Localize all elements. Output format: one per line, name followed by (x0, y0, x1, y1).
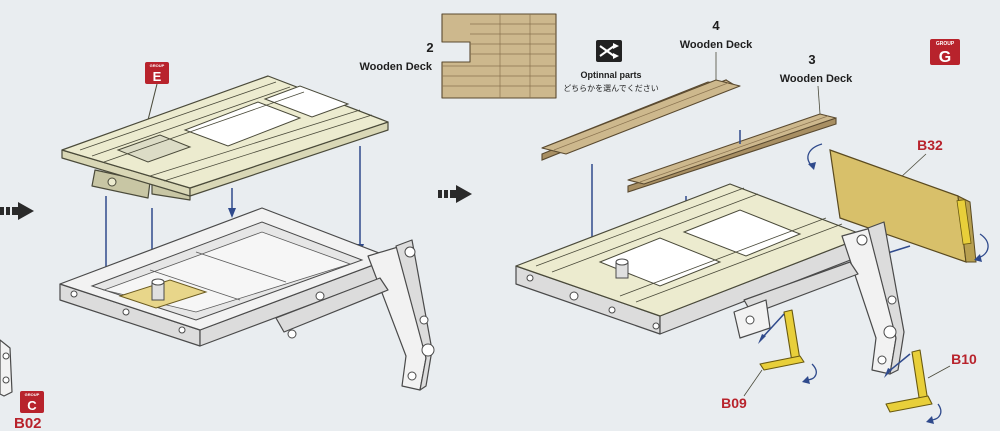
group-letter: G (939, 49, 951, 66)
placement-arrow-b10 (884, 353, 942, 424)
svg-text:GROUP: GROUP (150, 63, 165, 68)
svg-text:GROUP: GROUP (936, 41, 955, 47)
group-letter: C (27, 398, 37, 413)
part-name-deck-4: Wooden Deck (680, 39, 753, 51)
wooden-deck-4 (541, 79, 741, 161)
partial-part-left (0, 339, 13, 397)
chassis-left (59, 207, 435, 391)
group-letter: E (153, 69, 162, 84)
optional-parts-title: Optinnal parts (580, 70, 641, 80)
part-label-b09: B09 (721, 395, 747, 411)
svg-text:GROUP: GROUP (25, 392, 40, 397)
bracket-b10 (885, 349, 933, 413)
flow-arrow-middle-icon (438, 185, 472, 203)
part-name-deck-3: Wooden Deck (780, 73, 853, 85)
group-tag-g: GROUP G (930, 39, 960, 66)
top-frame-e (61, 75, 389, 201)
group-tag-c: GROUP C (20, 391, 44, 413)
wooden-deck-2 (441, 13, 557, 99)
part-number-deck-4: 4 (712, 18, 720, 33)
rotate-arrow-icon (807, 143, 989, 262)
flow-arrow-left-icon (0, 202, 34, 220)
chassis-right (515, 183, 905, 375)
part-label-b02: B02 (14, 415, 42, 431)
group-tag-e: GROUP E (145, 62, 169, 84)
part-label-b10: B10 (951, 351, 977, 367)
optional-parts-note: どちらかを選んでください (563, 83, 659, 93)
wooden-deck-3 (627, 113, 837, 193)
part-name-deck-2: Wooden Deck (359, 61, 432, 73)
panel-b32 (829, 149, 977, 263)
crossing-arrows-icon (596, 40, 622, 62)
bracket-b09 (759, 309, 805, 371)
part-number-deck-2: 2 (426, 40, 433, 55)
placement-arrow-b09 (758, 313, 817, 384)
part-label-b32: B32 (917, 137, 943, 153)
part-number-deck-3: 3 (808, 52, 815, 67)
